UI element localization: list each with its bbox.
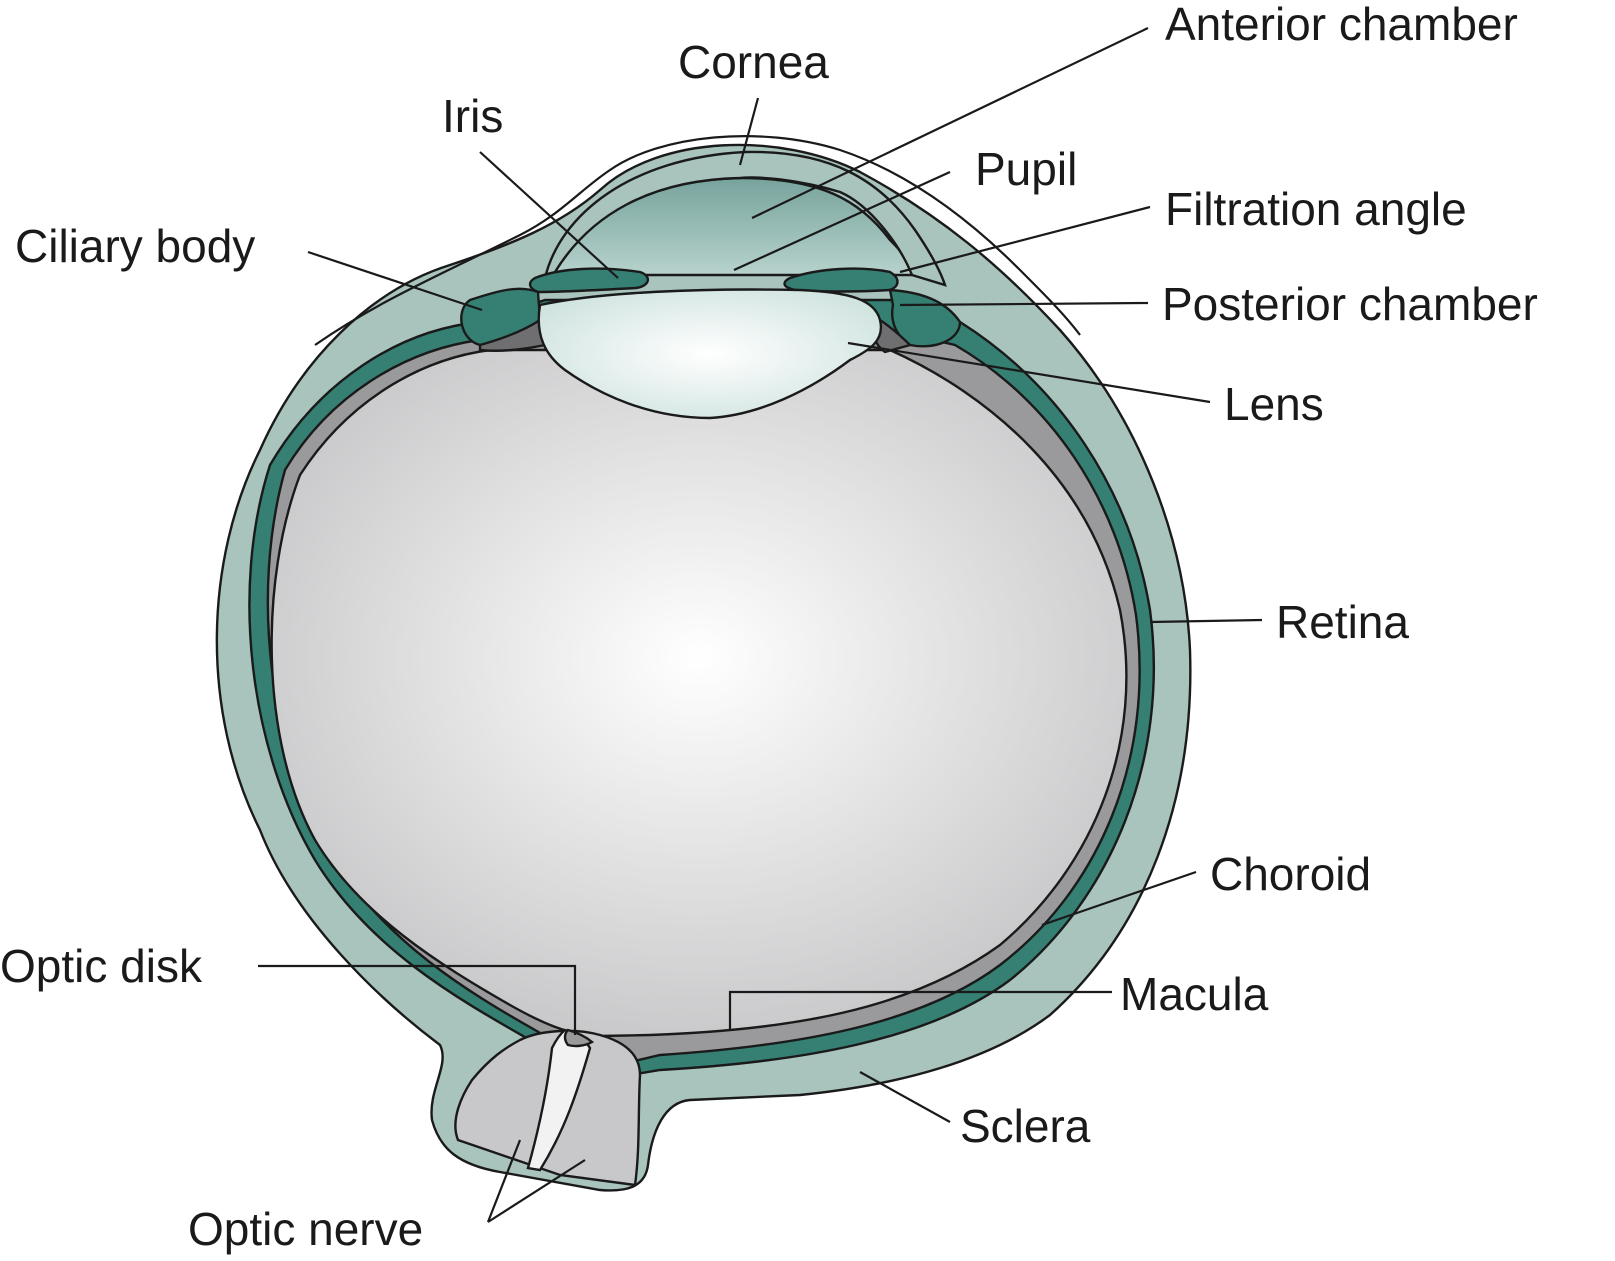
label-retina: Retina (1276, 596, 1409, 648)
label-optic-nerve: Optic nerve (188, 1203, 423, 1255)
optic-disk-cup (563, 1028, 595, 1048)
label-lens: Lens (1224, 378, 1324, 430)
label-sclera: Sclera (960, 1100, 1091, 1152)
cornea-shape (543, 150, 947, 287)
label-choroid: Choroid (1210, 848, 1371, 900)
leader-lines (258, 27, 1263, 1223)
label-posterior-chamber: Posterior chamber (1162, 278, 1538, 330)
leader-retina (1149, 618, 1263, 624)
leader-lens (847, 341, 1211, 404)
leader-macula (728, 990, 1112, 1030)
leader-cornea (738, 97, 760, 166)
leader-optic-nerve-a (486, 1139, 522, 1223)
label-ciliary-body: Ciliary body (15, 220, 255, 272)
leader-filtration-angle (899, 205, 1151, 274)
lens-shape (537, 288, 883, 420)
label-macula: Macula (1120, 968, 1269, 1020)
leader-posterior-chamber (899, 301, 1149, 307)
leader-anterior-chamber (751, 27, 1149, 219)
leader-iris (479, 151, 619, 279)
leader-pupil (733, 170, 951, 272)
leader-choroid (1041, 870, 1197, 927)
leader-optic-disk (258, 964, 577, 1035)
label-filtration-angle: Filtration angle (1165, 183, 1467, 235)
optic-nerve-central-vessel (526, 1028, 592, 1172)
label-optic-disk: Optic disk (0, 940, 203, 992)
label-cornea: Cornea (678, 36, 829, 88)
leader-ciliary-body (307, 250, 483, 312)
conjunctiva-line-left (314, 135, 1081, 346)
vitreous-body-shape (270, 348, 1128, 1038)
label-anterior-chamber: Anterior chamber (1165, 0, 1518, 50)
leader-optic-nerve-b (487, 1159, 586, 1223)
label-pupil: Pupil (975, 143, 1077, 195)
leader-sclera (859, 1071, 951, 1123)
label-iris: Iris (442, 90, 503, 142)
